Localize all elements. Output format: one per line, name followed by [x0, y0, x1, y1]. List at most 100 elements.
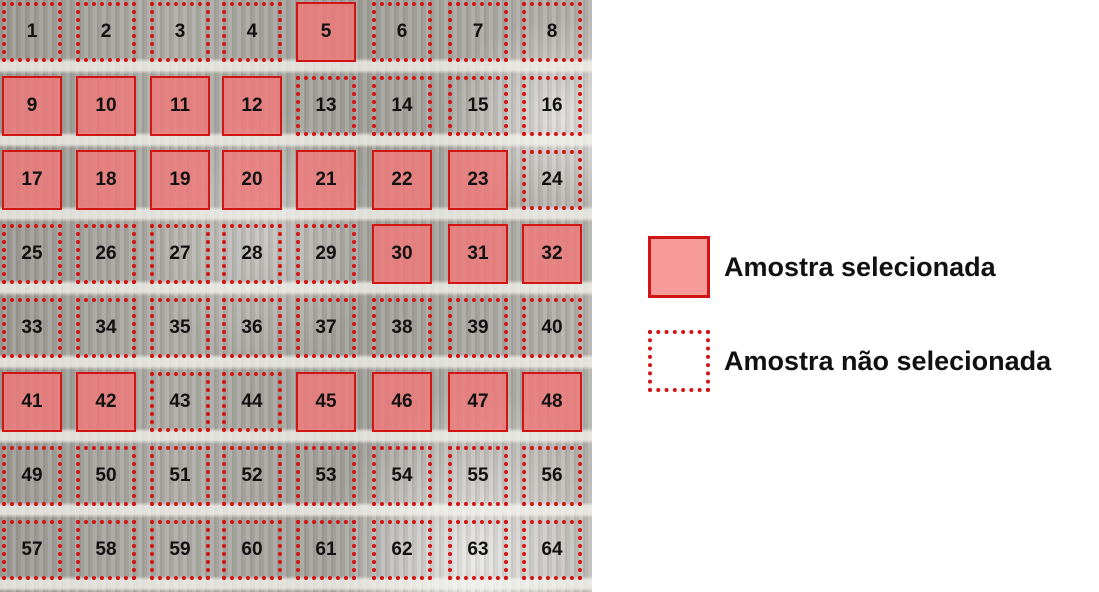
sample-plot-number: 6: [396, 21, 408, 42]
sample-plot-43[interactable]: 43: [150, 372, 210, 432]
sample-plot-2[interactable]: 2: [76, 2, 136, 62]
sample-plot-49[interactable]: 49: [2, 446, 62, 506]
sample-plot-52[interactable]: 52: [222, 446, 282, 506]
sample-plot-45[interactable]: 45: [296, 372, 356, 432]
sample-plot-3[interactable]: 3: [150, 2, 210, 62]
sample-plot-24[interactable]: 24: [522, 150, 582, 210]
sample-plot-47[interactable]: 47: [448, 372, 508, 432]
sample-plot-50[interactable]: 50: [76, 446, 136, 506]
sample-plot-1[interactable]: 1: [2, 2, 62, 62]
legend-item-unselected: Amostra não selecionada: [648, 330, 1051, 392]
sample-plot-10[interactable]: 10: [76, 76, 136, 136]
legend-label-selected: Amostra selecionada: [724, 251, 996, 282]
sample-plot-26[interactable]: 26: [76, 224, 136, 284]
sample-plot-51[interactable]: 51: [150, 446, 210, 506]
sample-plot-53[interactable]: 53: [296, 446, 356, 506]
sample-plot-number: 64: [541, 539, 563, 560]
sample-plot-number: 16: [541, 95, 563, 116]
sample-plot-57[interactable]: 57: [2, 520, 62, 580]
sample-plot-number: 21: [315, 169, 337, 190]
sample-plot-number: 3: [174, 21, 186, 42]
sample-plot-14[interactable]: 14: [372, 76, 432, 136]
sample-plot-16[interactable]: 16: [522, 76, 582, 136]
sample-plot-46[interactable]: 46: [372, 372, 432, 432]
sample-plot-39[interactable]: 39: [448, 298, 508, 358]
legend-item-selected: Amostra selecionada: [648, 236, 996, 298]
sample-plot-5[interactable]: 5: [296, 2, 356, 62]
sample-plot-number: 34: [95, 317, 117, 338]
sample-plot-number: 19: [169, 169, 191, 190]
sample-plot-58[interactable]: 58: [76, 520, 136, 580]
sample-plot-40[interactable]: 40: [522, 298, 582, 358]
sample-plot-4[interactable]: 4: [222, 2, 282, 62]
sample-plot-number: 1: [26, 21, 38, 42]
sample-plot-32[interactable]: 32: [522, 224, 582, 284]
sample-plot-number: 33: [21, 317, 43, 338]
sample-plot-25[interactable]: 25: [2, 224, 62, 284]
sample-plot-number: 59: [169, 539, 191, 560]
sample-plot-number: 60: [241, 539, 263, 560]
sample-plot-number: 12: [241, 95, 263, 116]
sample-plot-38[interactable]: 38: [372, 298, 432, 358]
sample-plot-number: 13: [315, 95, 337, 116]
sample-plot-number: 9: [26, 95, 38, 116]
sample-plot-number: 46: [391, 391, 413, 412]
sample-plot-37[interactable]: 37: [296, 298, 356, 358]
sample-plot-61[interactable]: 61: [296, 520, 356, 580]
sample-plot-12[interactable]: 12: [222, 76, 282, 136]
sample-plot-number: 26: [95, 243, 117, 264]
legend-label-unselected: Amostra não selecionada: [724, 345, 1052, 376]
sample-plot-30[interactable]: 30: [372, 224, 432, 284]
sample-plot-18[interactable]: 18: [76, 150, 136, 210]
sample-plot-number: 42: [95, 391, 117, 412]
sample-plot-11[interactable]: 11: [150, 76, 210, 136]
sample-plot-19[interactable]: 19: [150, 150, 210, 210]
sample-plot-9[interactable]: 9: [2, 76, 62, 136]
sample-plot-number: 39: [467, 317, 489, 338]
sample-plot-number: 15: [467, 95, 489, 116]
sample-plot-54[interactable]: 54: [372, 446, 432, 506]
sample-plot-number: 8: [546, 21, 558, 42]
sample-plot-34[interactable]: 34: [76, 298, 136, 358]
sample-plot-8[interactable]: 8: [522, 2, 582, 62]
sample-plot-35[interactable]: 35: [150, 298, 210, 358]
sample-plot-42[interactable]: 42: [76, 372, 136, 432]
sample-plot-number: 43: [169, 391, 191, 412]
unselected-swatch: [648, 330, 710, 392]
sample-plot-33[interactable]: 33: [2, 298, 62, 358]
sample-plot-6[interactable]: 6: [372, 2, 432, 62]
sample-plot-number: 27: [169, 243, 191, 264]
sample-plot-55[interactable]: 55: [448, 446, 508, 506]
sample-plot-41[interactable]: 41: [2, 372, 62, 432]
sample-plot-59[interactable]: 59: [150, 520, 210, 580]
sample-plot-7[interactable]: 7: [448, 2, 508, 62]
sample-plot-21[interactable]: 21: [296, 150, 356, 210]
sample-plot-64[interactable]: 64: [522, 520, 582, 580]
sample-plot-31[interactable]: 31: [448, 224, 508, 284]
sample-plot-number: 4: [246, 21, 258, 42]
sample-plot-number: 41: [21, 391, 43, 412]
sample-plot-48[interactable]: 48: [522, 372, 582, 432]
sample-plot-17[interactable]: 17: [2, 150, 62, 210]
sample-plot-number: 10: [95, 95, 117, 116]
sample-plot-13[interactable]: 13: [296, 76, 356, 136]
sample-plot-62[interactable]: 62: [372, 520, 432, 580]
sample-plot-44[interactable]: 44: [222, 372, 282, 432]
sample-plot-number: 62: [391, 539, 413, 560]
sample-plot-22[interactable]: 22: [372, 150, 432, 210]
sample-plot-23[interactable]: 23: [448, 150, 508, 210]
sample-plot-29[interactable]: 29: [296, 224, 356, 284]
sample-plot-number: 44: [241, 391, 263, 412]
sample-plot-36[interactable]: 36: [222, 298, 282, 358]
sample-plot-27[interactable]: 27: [150, 224, 210, 284]
legend: Amostra selecionada Amostra não selecion…: [648, 236, 1088, 396]
sample-plot-28[interactable]: 28: [222, 224, 282, 284]
sample-plot-63[interactable]: 63: [448, 520, 508, 580]
sample-plot-number: 40: [541, 317, 563, 338]
sample-plot-56[interactable]: 56: [522, 446, 582, 506]
sample-plot-20[interactable]: 20: [222, 150, 282, 210]
sample-plot-60[interactable]: 60: [222, 520, 282, 580]
sample-plot-15[interactable]: 15: [448, 76, 508, 136]
sample-plot-number: 2: [100, 21, 112, 42]
